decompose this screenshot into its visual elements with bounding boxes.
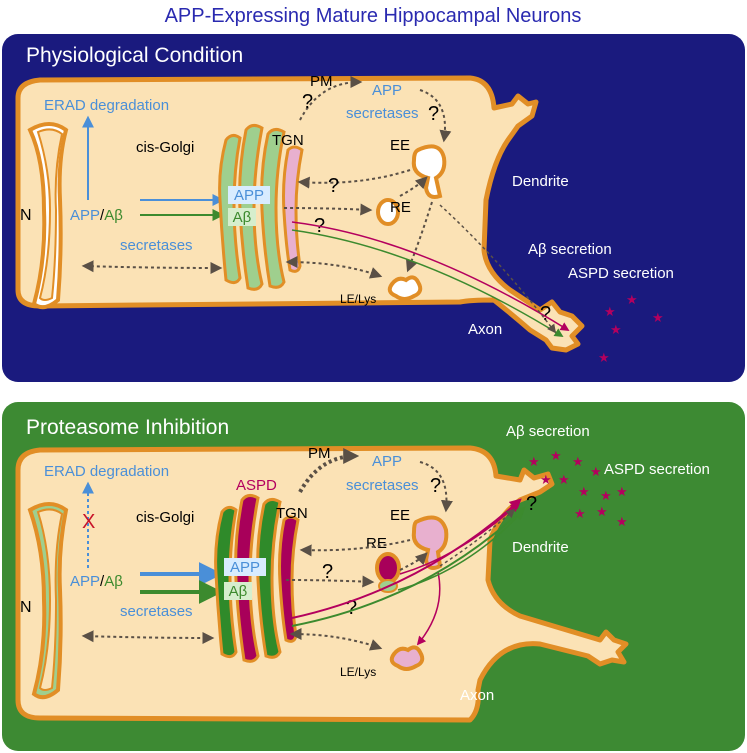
svg-text:★: ★ [572,454,584,469]
figure-title: APP-Expressing Mature Hippocampal Neuron… [165,5,582,27]
svg-text:★: ★ [616,484,628,499]
ee-label: EE [390,137,410,154]
svg-text:★: ★ [590,464,602,479]
svg-text:★: ★ [600,488,612,503]
secretion-line-magenta [291,221,570,331]
svg-text:★: ★ [558,472,570,487]
question-mark: ? [540,303,551,325]
svg-text:★: ★ [598,350,610,365]
secretion-line-magenta [291,498,522,619]
panel-bottom-heading: Proteasome Inhibition [26,416,229,439]
secretion-line-magenta-re [399,502,520,575]
nucleus-er-inner [36,508,64,691]
secretion-line-green-re [397,510,524,591]
dendrite-label: Dendrite [512,539,569,556]
erad-label: ERAD degradation [44,97,169,114]
aspd-particles: ★★★ ★★ [598,292,664,365]
panel-top-heading: Physiological Condition [26,44,243,67]
secretion-line-gray [439,204,557,334]
le-lys-label: LE/Lys [340,665,376,679]
svg-text:★: ★ [540,472,552,487]
svg-text:★: ★ [578,484,590,499]
golgi-app-text: APP [234,187,264,204]
question-mark: ? [302,91,313,113]
golgi-ab-box [224,582,252,600]
panel-proteasome-inhibition: Proteasome Inhibition N ERAD degradation… [2,402,745,751]
svg-text:★: ★ [574,506,586,521]
app-ab-label: APP/Aβ [70,573,123,590]
question-mark: ? [328,175,339,197]
nucleus-label: N [20,207,32,224]
lysosome-magenta-arrow [416,571,441,646]
panel-physiological: Physiological Condition N ERAD degradati… [2,34,745,382]
aspd-label: ASPD [236,477,277,494]
erad-blocked-x: X [82,511,95,533]
golgi-ab-box [228,208,256,226]
neuron-cell-body [15,75,585,353]
trafficking-arrows [81,76,452,279]
cis-golgi-label: cis-Golgi [136,509,194,526]
secretases-top-label: secretases [346,477,419,494]
secretases-left-label: secretases [120,603,193,620]
late-endosome-lysosome [389,645,425,671]
re-label: RE [390,199,411,216]
le-lys-label: LE/Lys [340,292,376,306]
golgi-ab-text: Aβ [233,209,252,226]
golgi-ab-text: Aβ [229,583,248,600]
secretases-left-label: secretases [120,237,193,254]
trafficking-arrows [81,448,453,651]
aspd-secretion-label: ASPD secretion [604,461,710,478]
svg-text:★: ★ [610,322,622,337]
secretion-line-green [291,229,564,337]
late-endosome-lysosome [387,275,423,301]
svg-text:★: ★ [626,292,638,307]
dendrite-label: Dendrite [512,173,569,190]
early-endosome [411,144,447,199]
app-ab-label: APP/Aβ [70,207,123,224]
ab-secretion-label: Aβ secretion [506,423,590,440]
cis-golgi-label: cis-Golgi [136,139,194,156]
re-label: RE [366,535,387,552]
ee-label: EE [390,507,410,524]
question-mark: ? [526,493,537,515]
nucleus-label: N [20,599,32,616]
aspd-particles: ★★★ ★★★ ★★★ ★★★ [528,448,628,529]
app-top-label: APP [372,82,402,99]
tgn-label: TGN [276,505,308,522]
question-mark: ? [322,561,333,583]
svg-text:★: ★ [604,304,616,319]
svg-text:★: ★ [596,504,608,519]
golgi-app-text: APP [230,559,260,576]
secretases-top-label: secretases [346,105,419,122]
recycling-endosome [376,198,400,226]
nucleus-er-inner [36,128,64,301]
aspd-secretion-label: ASPD secretion [568,265,674,282]
tgn-label: TGN [272,132,304,149]
app-top-label: APP [372,453,402,470]
pm-label: PM [310,73,333,90]
pm-label: PM [308,445,331,462]
svg-text:★: ★ [528,454,540,469]
question-mark: ? [346,597,357,619]
recycling-endosome [375,552,401,584]
golgi-app-box [228,186,270,204]
svg-text:★: ★ [616,514,628,529]
erad-label: ERAD degradation [44,463,169,480]
question-mark: ? [428,103,439,125]
golgi-app-box [224,558,266,576]
axon-label: Axon [468,321,502,338]
svg-text:★: ★ [652,310,664,325]
axon-label: Axon [460,687,494,704]
neuron-cell-body [15,445,629,723]
question-mark: ? [430,475,441,497]
svg-text:★: ★ [550,448,562,463]
ab-secretion-label: Aβ secretion [528,241,612,258]
early-endosome [411,515,449,570]
